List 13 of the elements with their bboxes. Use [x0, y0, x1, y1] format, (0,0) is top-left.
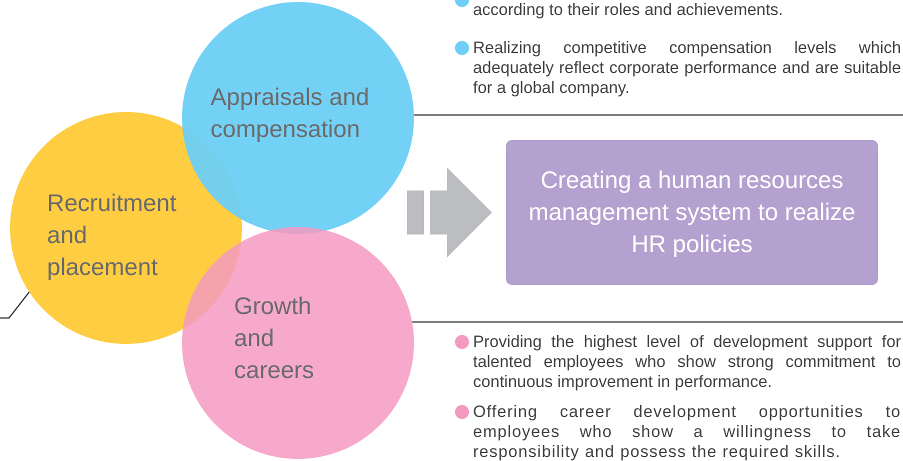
bullet-text: Offering career development opportunities to employees who show a willingness to take responsibility and possess the required skills. — [473, 402, 901, 461]
leader-line — [412, 321, 903, 323]
box-title: Creating a human resources management system to realize HR policies — [528, 166, 856, 260]
leader-line — [414, 114, 903, 116]
leader-line — [0, 292, 30, 319]
policy-box — [506, 140, 878, 285]
block-arrow — [407, 168, 492, 258]
bullet-text: Providing the highest level of development support for talented employees who show strong commitment to continuous improvement in performance. — [473, 332, 901, 392]
circle-label: Recruitment and placement — [47, 189, 178, 283]
circle-label: Appraisals and compensation — [210, 83, 370, 145]
bullet-text: Realizing competitive compensation levels which adequately reflect corporate performance and are suitable for a global company. — [473, 38, 901, 98]
circle-label: Growth and careers — [234, 292, 316, 386]
bullet-text: according to their roles and achievements. — [473, 0, 784, 20]
